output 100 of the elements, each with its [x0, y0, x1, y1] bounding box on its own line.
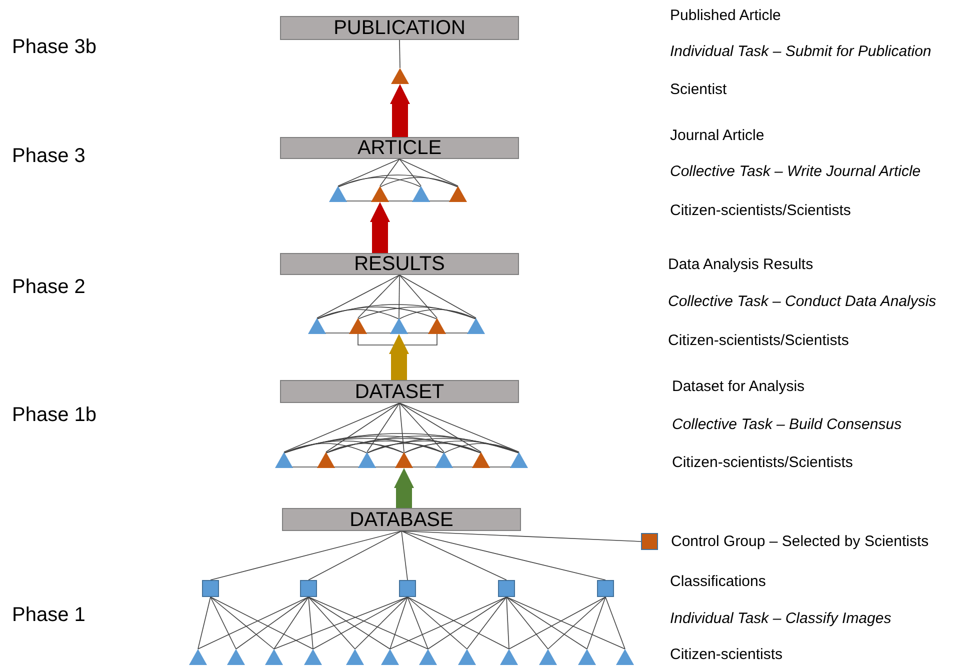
stage-box: PUBLICATION [280, 16, 519, 40]
participant-triangle [390, 318, 408, 334]
connector-line [428, 596, 507, 650]
connector-line [390, 596, 507, 650]
connector-line [354, 596, 408, 650]
stage-box: DATASET [280, 380, 519, 403]
phase-label: Phase 3 [12, 144, 86, 169]
participant-triangle [304, 649, 322, 665]
annotation-text: Citizen-scientists/Scientists [668, 330, 849, 351]
connector-line [506, 596, 548, 650]
connector-line [366, 438, 520, 454]
connector-line [401, 530, 507, 580]
phase-label: Phase 2 [12, 275, 86, 300]
connector-line [428, 200, 452, 202]
connector-line [401, 530, 408, 580]
connector-line [380, 158, 400, 186]
annotation-text: Classifications [670, 572, 766, 592]
participant-square [399, 580, 416, 597]
connector-line [444, 443, 520, 454]
participant-triangle [412, 186, 430, 202]
connector-line [399, 40, 400, 68]
connector-line [338, 174, 458, 188]
connector-line [274, 596, 408, 650]
connector-line [366, 440, 482, 454]
connector-line [338, 158, 400, 186]
connector-line [308, 596, 428, 650]
connector-line [399, 274, 476, 318]
connector-line [399, 402, 404, 452]
connector-line [358, 274, 400, 318]
stage-box: RESULTS [280, 253, 519, 275]
participant-triangle [265, 649, 283, 665]
connector-line [401, 530, 606, 580]
annotation-text: Journal Article [670, 126, 764, 146]
annotation-text: Individual Task – Submit for Publication [670, 42, 932, 62]
connector-line [358, 334, 438, 346]
participant-triangle [391, 68, 409, 84]
connector-line [366, 402, 400, 452]
connector-line [450, 466, 474, 468]
connector-line [398, 309, 476, 320]
connector-line [308, 530, 402, 580]
connector-line [410, 466, 438, 468]
connector-line [274, 596, 309, 650]
participant-triangle [472, 452, 490, 468]
participant-triangle [500, 649, 518, 665]
connector-line [344, 200, 374, 202]
block-arrow [390, 84, 410, 137]
connector-line [380, 177, 458, 188]
connector-line [399, 274, 438, 318]
connector-line [399, 402, 482, 452]
participant-triangle [578, 649, 596, 665]
connector-line [326, 443, 404, 454]
annotation-text: Citizen-scientists/Scientists [670, 200, 851, 221]
connector-line [366, 443, 444, 454]
connector-line [506, 596, 626, 650]
annotation-text: Dataset for Analysis [672, 376, 805, 397]
connector-line [488, 466, 512, 468]
participant-triangle [435, 452, 453, 468]
annotation-text: Collective Task – Write Journal Article [670, 162, 921, 182]
connector-line [308, 596, 390, 650]
connector-line [399, 158, 422, 186]
annotation-text: Individual Task – Classify Images [670, 608, 892, 629]
participant-triangle [458, 649, 476, 665]
participant-triangle [275, 452, 293, 468]
participant-triangle [381, 649, 399, 665]
connector-line [586, 596, 606, 650]
connector-line [316, 306, 438, 320]
participant-triangle [510, 452, 528, 468]
connector-line [312, 596, 408, 650]
connector-line [404, 440, 520, 454]
connector-line [364, 332, 392, 334]
connector-line [508, 596, 606, 650]
connector-line [338, 177, 422, 188]
annotation-text: Data Analysis Results [668, 254, 814, 275]
connector-line [605, 596, 626, 650]
participant-triangle [329, 186, 347, 202]
participant-triangle [467, 318, 485, 334]
participant-triangle [428, 318, 446, 334]
connector-line [236, 596, 309, 650]
participant-square [641, 533, 658, 550]
participant-triangle [346, 649, 364, 665]
connector-line [398, 274, 400, 318]
stage-box: ARTICLE [280, 137, 519, 159]
connector-line [210, 596, 236, 650]
connector-line [284, 440, 404, 454]
annotation-text: Citizen-scientists [670, 644, 783, 665]
participant-triangle [358, 452, 376, 468]
connector-line [506, 596, 510, 650]
participant-square [498, 580, 515, 597]
participant-square [597, 580, 614, 597]
phase-label: Phase 1b [12, 403, 97, 428]
participant-triangle [539, 649, 557, 665]
phase-label: Phase 3b [12, 35, 97, 60]
connector-line [210, 596, 274, 650]
connector-line [399, 402, 444, 452]
connector-line [466, 596, 507, 650]
connector-line [404, 443, 482, 454]
connector-line [308, 596, 356, 650]
connector-line [284, 402, 400, 452]
connector-line [308, 596, 314, 650]
connector-line [444, 332, 470, 334]
